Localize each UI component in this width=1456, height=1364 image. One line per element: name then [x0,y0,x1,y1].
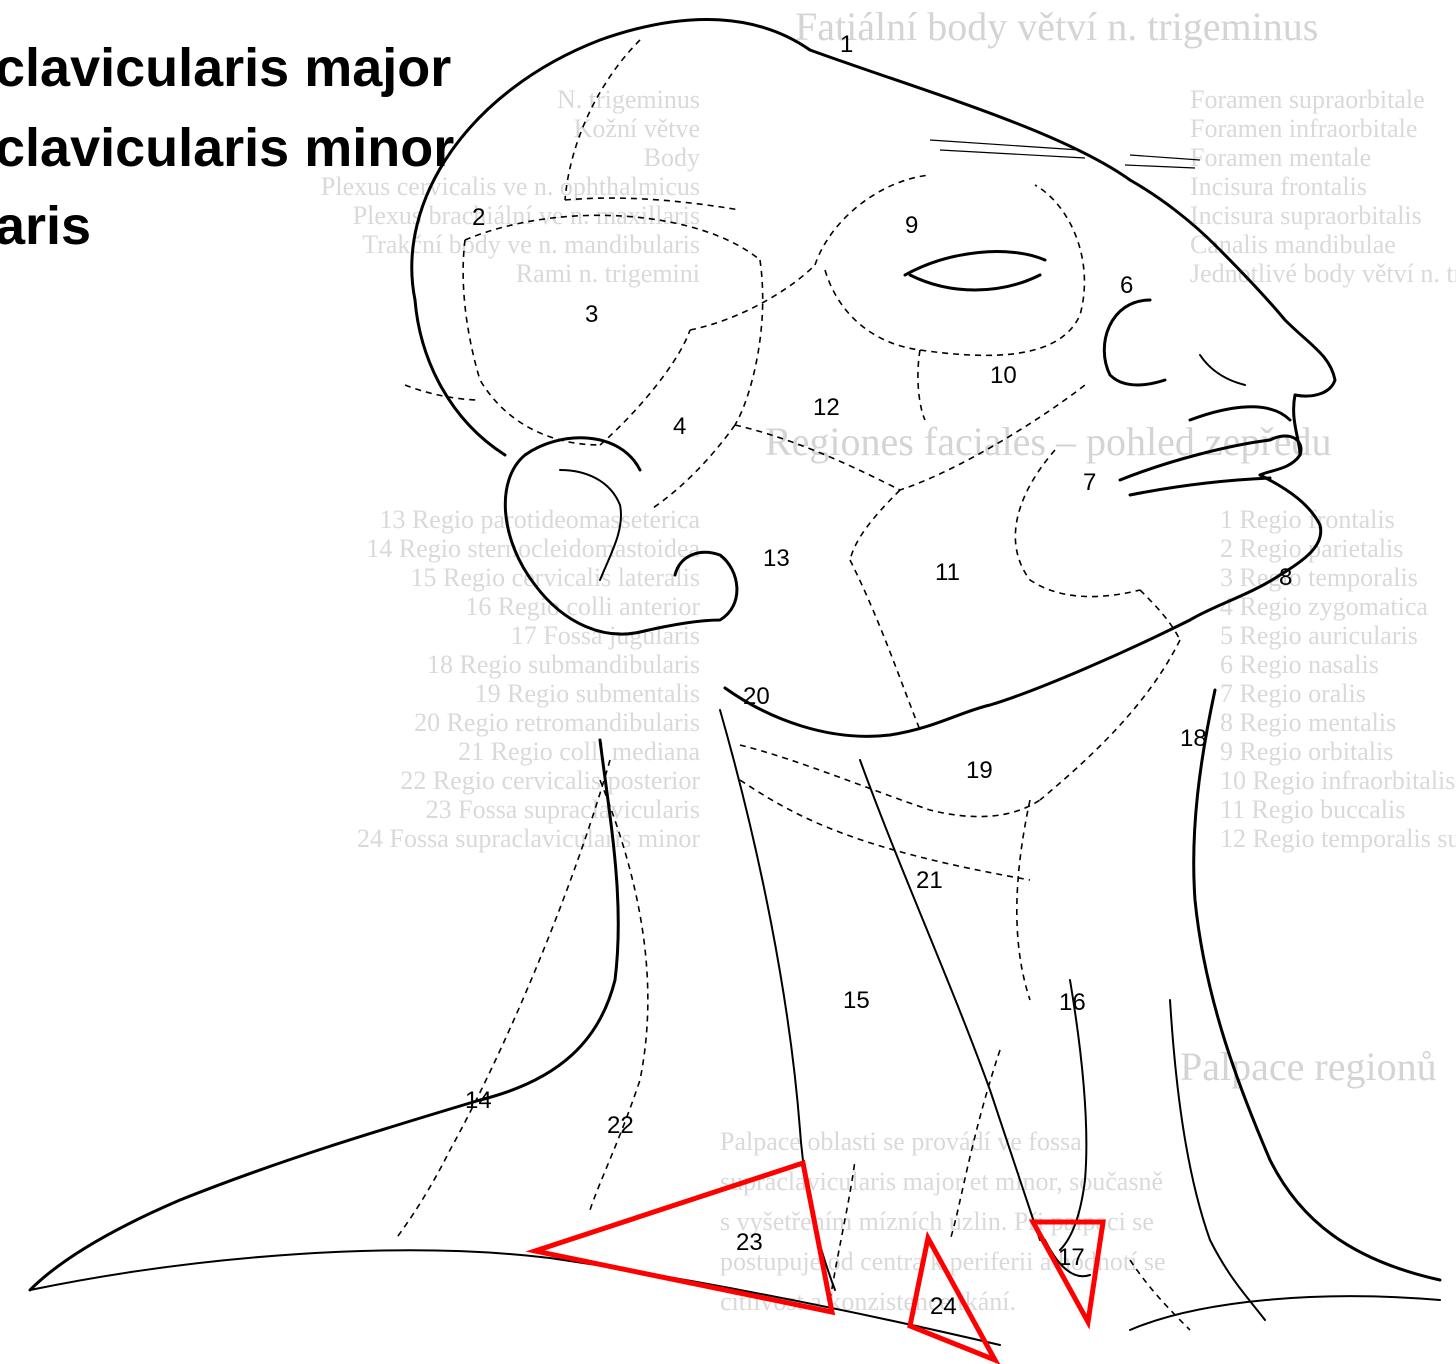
bg-line-bottom_paragraph-4: citlivost a konzistence tkání. [720,1287,1016,1316]
legend-line-2: clavicularis minor [0,121,454,175]
region-label-12: 12 [813,394,840,421]
legend-line-1: clavicularis major [0,41,451,95]
region-label-7: 7 [1083,469,1096,496]
region-label-8: 8 [1279,564,1292,591]
bg-heading-1: Fatiální body větví n. trigeminus [795,4,1318,49]
region-label-14: 14 [465,1087,492,1114]
region-label-11: 11 [935,559,960,586]
region-label-1: 1 [840,31,853,58]
bg-heading-2: Regiones faciales – pohled zepředu [765,419,1331,464]
region-label-3: 3 [585,301,598,328]
bg-line-left_column_top-0: N. trigeminus [557,85,700,114]
bg-line-right_column_mid-10: 11 Regio buccalis [1220,795,1405,824]
legend-line-3: aris [0,199,91,253]
bg-line-right_column_top-6: Jednotlivé body větví n. trigemini [1190,259,1456,288]
region-label-6: 6 [1120,272,1133,299]
bg-line-right_column_mid-7: 8 Regio mentalis [1220,708,1396,737]
bg-line-right_column_mid-3: 4 Regio zygomatica [1220,592,1428,621]
region-label-17: 17 [1058,1244,1085,1271]
bg-line-right_column_mid-5: 6 Regio nasalis [1220,650,1379,679]
region-label-13: 13 [763,545,790,572]
region-label-24: 24 [930,1293,957,1320]
bg-line-right_column_mid-4: 5 Regio auricularis [1220,621,1418,650]
region-label-20: 20 [743,683,770,710]
region-label-19: 19 [966,757,993,784]
bg-line-left_column_mid-10: 23 Fossa supraclavicularis [426,795,700,824]
bg-line-right_column_mid-8: 9 Regio orbitalis [1220,737,1393,766]
bg-line-left_column_mid-6: 19 Regio submentalis [475,679,700,708]
bg-line-left_column_mid-7: 20 Regio retromandibularis [414,708,700,737]
bg-line-right_column_top-0: Foramen supraorbitale [1190,85,1425,114]
bg-line-left_column_top-2: Body [644,143,700,172]
region-label-16: 16 [1059,989,1086,1016]
bg-line-right_column_mid-6: 7 Regio oralis [1220,679,1366,708]
background-text: Fatiální body větví n. trigeminus Region… [321,4,1456,1316]
bg-line-right_column_mid-9: 10 Regio infraorbitalis [1220,766,1455,795]
region-label-23: 23 [736,1229,763,1256]
eye [905,140,1200,290]
region-label-21: 21 [916,867,943,894]
region-label-10: 10 [990,362,1017,389]
bg-heading-3: Palpace regionů [1180,1044,1437,1089]
bg-line-left_column_mid-1: 14 Regio sternocleidomastoidea [366,534,700,563]
bg-line-right_column_mid-2: 3 Regio temporalis [1220,563,1418,592]
bg-line-bottom_paragraph-0: Palpace oblasti se provádí ve fossa [720,1127,1082,1156]
bg-line-left_column_mid-2: 15 Regio cervicalis lateralis [410,563,700,592]
bg-line-right_column_mid-1: 2 Regio parietalis [1220,534,1403,563]
bg-line-right_column_top-2: Foramen mentale [1190,143,1371,172]
nose [1104,300,1245,385]
region-label-15: 15 [843,987,870,1014]
bg-line-bottom_paragraph-1: supraclavicularis major et minor, součas… [720,1167,1163,1196]
bg-line-left_column_top-1: Kožní větve [574,114,700,143]
bg-line-left_column_top-6: Rami n. trigemini [516,259,700,288]
bg-line-right_column_top-1: Foramen infraorbitale [1190,114,1417,143]
bg-line-right_column_top-3: Incisura frontalis [1190,172,1367,201]
region-label-9: 9 [905,212,918,239]
bg-line-right_column_top-4: Incisura supraorbitalis [1190,201,1422,230]
bg-line-left_column_mid-0: 13 Regio parotideomasseterica [379,505,700,534]
bg-line-right_column_top-5: Canalis mandibulae [1190,230,1396,259]
bg-line-left_column_mid-5: 18 Regio submandibularis [427,650,700,679]
bg-line-left_column_mid-3: 16 Regio colli anterior [465,592,700,621]
bg-line-left_column_mid-11: 24 Fossa supraclavicularis minor [357,824,700,853]
bg-line-left_column_mid-8: 21 Regio colli mediana [458,737,700,766]
bg-line-left_column_mid-9: 22 Regio cervicalis posterior [400,766,700,795]
region-label-18: 18 [1180,725,1207,752]
region-label-4: 4 [673,413,686,440]
region-label-22: 22 [607,1112,634,1139]
region-label-2: 2 [472,204,485,231]
bg-line-left_column_top-4: Plexus brachiální ve n. maxillaris [353,201,700,230]
bg-line-right_column_mid-11: 12 Regio temporalis superficialis [1220,824,1456,853]
